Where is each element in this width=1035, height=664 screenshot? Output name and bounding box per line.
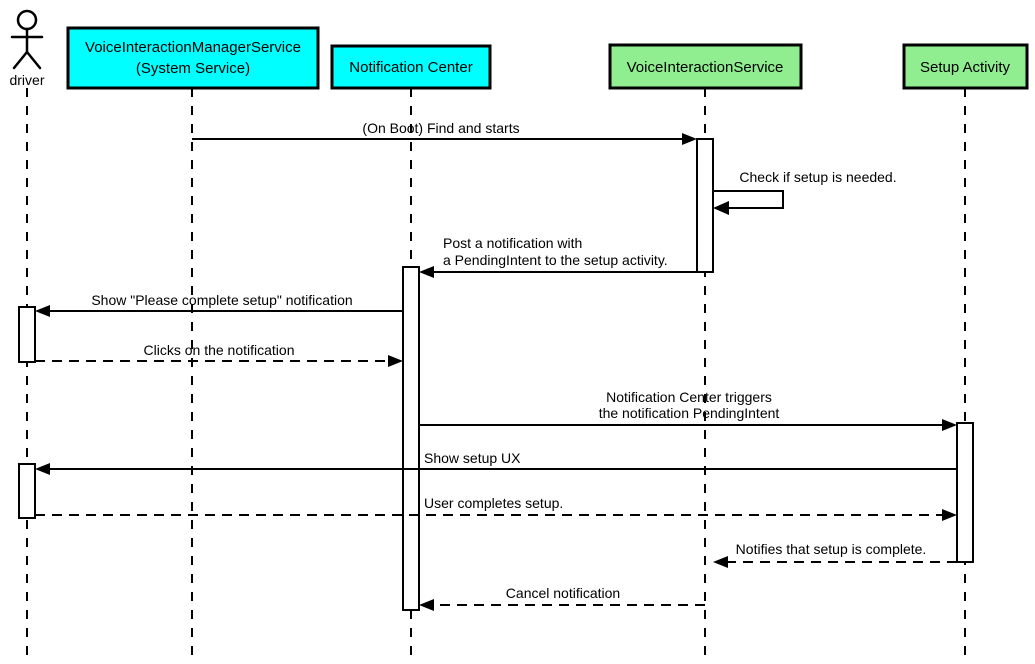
message-label-2: Check if setup is needed. xyxy=(739,169,896,185)
message-show-please-complete-setup-notification[interactable]: Show "Please complete setup" notificatio… xyxy=(35,292,403,317)
message-label-3-line1: Post a notification with xyxy=(443,235,582,251)
participant-label-notification-center: Notification Center xyxy=(349,59,472,76)
arrowhead-6 xyxy=(942,419,957,431)
activation-bar-notification-center xyxy=(402,266,420,611)
message-line-2-self xyxy=(713,190,784,209)
message-label-6-line2: the notification PendingIntent xyxy=(599,405,780,421)
message-check-if-setup-is-needed[interactable]: Check if setup is needed. xyxy=(713,169,897,215)
message-label-3-line2: a PendingIntent to the setup activity. xyxy=(443,252,668,268)
participant-setup-activity[interactable]: Setup Activity xyxy=(902,43,1029,90)
participant-label-voice-interaction-service: VoiceInteractionService xyxy=(627,59,784,76)
arrowhead-4 xyxy=(35,305,50,317)
message-cancel-notification[interactable]: Cancel notification xyxy=(419,585,705,611)
message-show-setup-ux[interactable]: Show setup UX xyxy=(35,450,957,475)
message-post-a-notification[interactable]: Post a notification with a PendingIntent… xyxy=(419,235,697,278)
participant-box-setup-activity[interactable] xyxy=(902,43,1029,90)
arrowhead-1 xyxy=(682,133,697,145)
participant-label-driver: driver xyxy=(9,72,44,88)
message-label-5: Clicks on the notification xyxy=(144,342,295,358)
participant-label-vims-line1: VoiceInteractionManagerService xyxy=(85,39,301,56)
arrowhead-5 xyxy=(388,355,403,367)
arrowhead-3 xyxy=(419,266,434,278)
participant-voice-interaction-service[interactable]: VoiceInteractionService xyxy=(608,43,803,90)
arrowhead-8 xyxy=(942,509,957,521)
activation-bar-voice-interaction-service xyxy=(696,138,714,273)
actor-left-leg-icon xyxy=(12,50,29,70)
activation-bar-driver-1 xyxy=(18,306,36,363)
participant-box-notification-center[interactable] xyxy=(330,44,492,90)
message-clicks-on-the-notification[interactable]: Clicks on the notification xyxy=(35,342,403,367)
actor-head-icon xyxy=(16,9,38,31)
participant-driver[interactable]: driver xyxy=(9,9,45,88)
message-user-completes-setup[interactable]: User completes setup. xyxy=(35,495,957,521)
participant-notification-center[interactable]: Notification Center xyxy=(330,44,492,90)
participant-vims[interactable]: VoiceInteractionManagerService (System S… xyxy=(66,26,320,90)
message-label-6-line1: Notification Center triggers xyxy=(606,389,772,405)
message-label-4: Show "Please complete setup" notificatio… xyxy=(91,292,352,308)
activation-bars-group xyxy=(18,138,974,611)
participant-box-voice-interaction-service[interactable] xyxy=(608,43,803,90)
message-label-1: (On Boot) Find and starts xyxy=(362,120,519,136)
participant-box-vims[interactable] xyxy=(66,26,320,90)
message-notifies-that-setup-is-complete[interactable]: Notifies that setup is complete. xyxy=(713,541,957,568)
participant-label-setup-activity: Setup Activity xyxy=(920,59,1011,76)
participant-label-vims-line2: (System Service) xyxy=(136,60,250,77)
activation-bar-driver-2 xyxy=(18,463,36,519)
arrowhead-2 xyxy=(713,201,729,215)
message-label-9: Notifies that setup is complete. xyxy=(736,541,927,557)
message-label-8: User completes setup. xyxy=(424,495,563,511)
actor-right-leg-icon xyxy=(25,50,42,70)
arrowhead-7 xyxy=(35,463,50,475)
arrowhead-10 xyxy=(419,599,434,611)
message-notification-center-triggers-pendingintent[interactable]: Notification Center triggers the notific… xyxy=(419,389,957,431)
message-label-10: Cancel notification xyxy=(506,585,620,601)
message-label-7: Show setup UX xyxy=(424,450,521,466)
arrowhead-9 xyxy=(713,556,728,568)
activation-bar-setup-activity xyxy=(956,422,974,563)
message-on-boot-find-and-starts[interactable]: (On Boot) Find and starts xyxy=(192,120,697,145)
